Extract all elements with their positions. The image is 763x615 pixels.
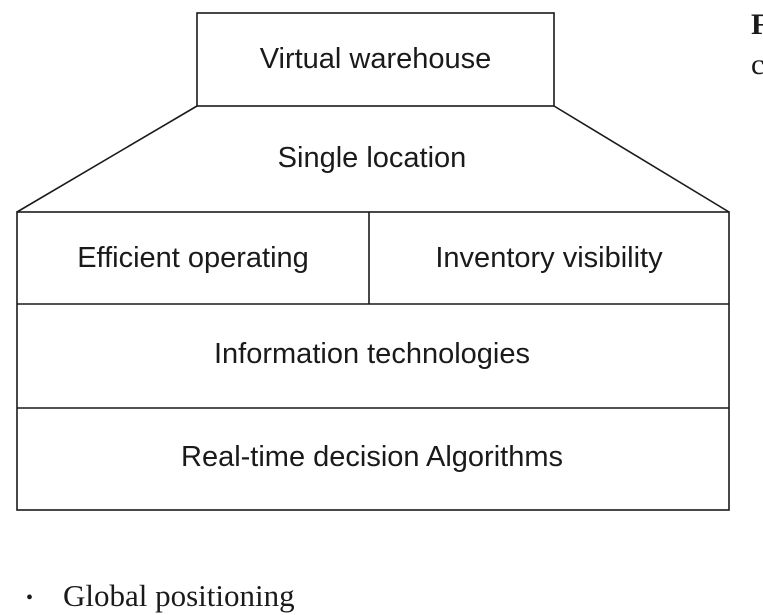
side-text-fragment-bold: F xyxy=(751,8,763,41)
funnel-right-edge xyxy=(553,105,730,213)
funnel-left-edge xyxy=(16,105,198,213)
bullet-list: • Global positioning xyxy=(26,578,295,614)
side-text-fragment: c xyxy=(751,48,763,81)
left-cell-label: Efficient operating xyxy=(77,242,309,274)
list-item-text: Global positioning xyxy=(63,578,295,613)
top-box xyxy=(196,12,555,107)
top-box-label: Virtual warehouse xyxy=(260,43,492,75)
middle-row-label: Information technologies xyxy=(214,338,530,370)
bullet-dot: • xyxy=(26,587,34,610)
list-item: • Global positioning xyxy=(26,578,295,614)
right-cell-label: Inventory visibility xyxy=(435,242,663,274)
funnel-label: Single location xyxy=(278,142,467,174)
bottom-row-label: Real-time decision Algorithms xyxy=(181,441,563,473)
base-block xyxy=(16,211,730,511)
